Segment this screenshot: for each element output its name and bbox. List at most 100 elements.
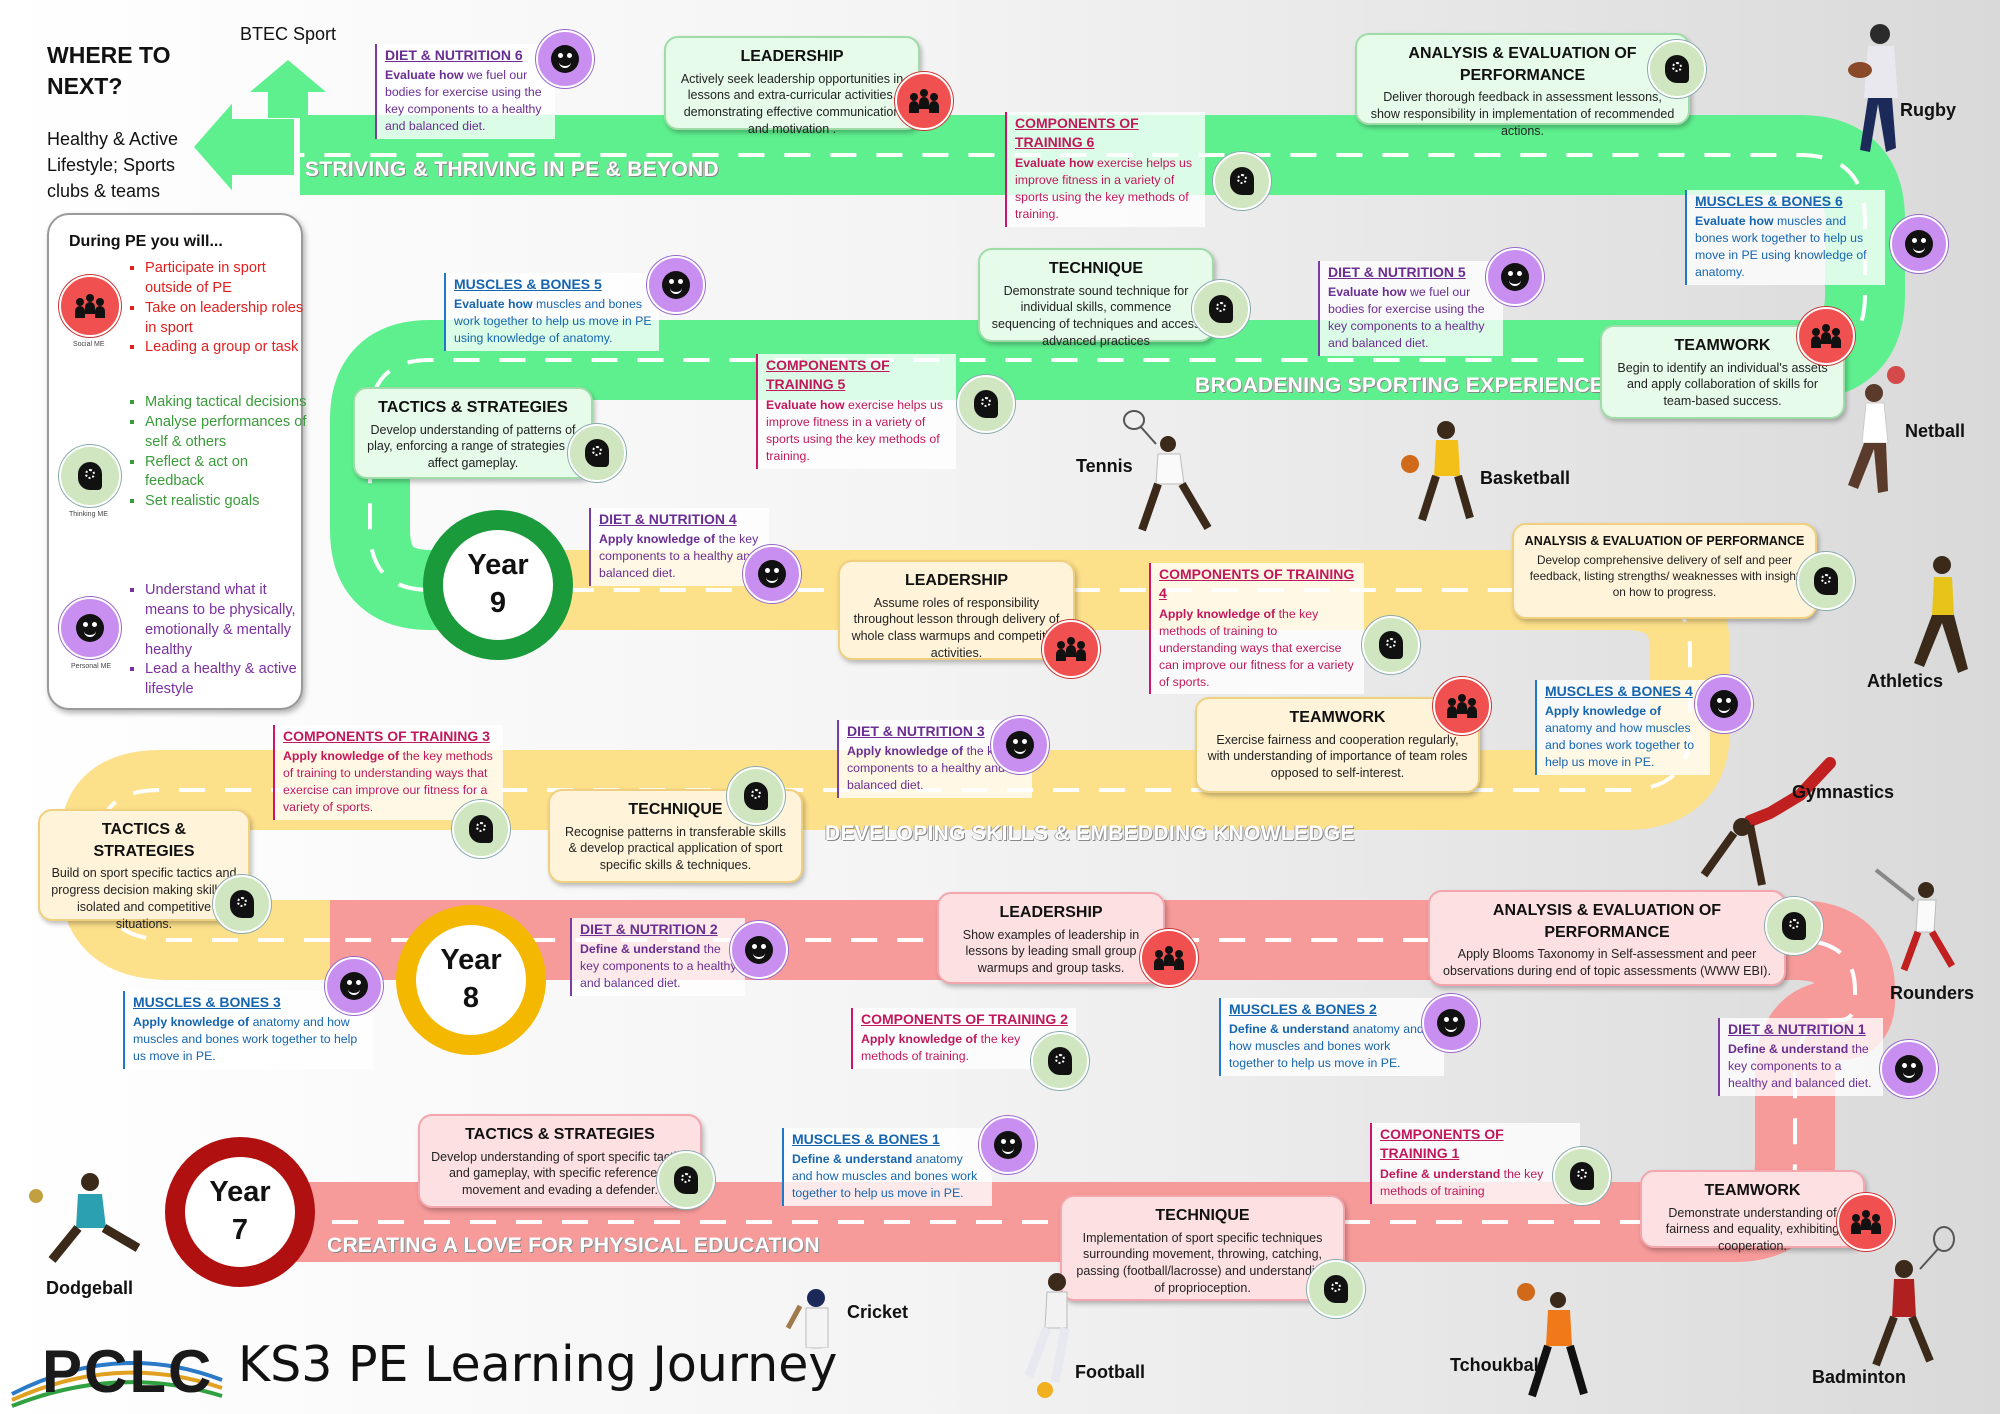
thinking-me-icon — [957, 375, 1015, 433]
btec-sport-label: BTEC Sport — [240, 24, 337, 44]
personal-item: Understand what it means to be physicall… — [145, 581, 310, 660]
social-item: Leading a group or task — [145, 338, 310, 358]
social-me-icon — [59, 275, 121, 337]
card-leadership-6: LEADERSHIP Actively seek leadership oppor… — [664, 36, 920, 136]
road-label-y7: CREATING A LOVE FOR PHYSICAL EDUCATION — [327, 1234, 820, 1257]
personal-me-icon — [325, 957, 383, 1015]
note-text: anatomy and how muscles and bones work t… — [133, 1015, 358, 1064]
card-text: Develop understanding of patterns of pla… — [367, 422, 579, 471]
note-lead: Define & understand — [1229, 1022, 1350, 1037]
card-text: Apply Blooms Taxonomy in Self-assessment… — [1443, 947, 1771, 979]
note-lead: Apply knowledge of — [133, 1015, 250, 1030]
personal-me-icon — [59, 597, 121, 659]
social-me-caption: Social ME — [73, 341, 105, 348]
personal-item: Lead a healthy & active lifestyle — [145, 660, 310, 700]
personal-me-icon — [991, 716, 1049, 774]
netball-player-figure — [1848, 366, 1905, 493]
sport-label-gymnastics: Gymnastics — [1792, 782, 1895, 802]
personal-me-icon — [1486, 248, 1544, 306]
note-title: MUSCLES & BONES 2 — [1229, 1001, 1377, 1017]
thinking-list: Making tactical decisions Analyse perfor… — [131, 393, 310, 512]
pclc-logo: PCLC — [11, 1338, 223, 1408]
note-title: MUSCLES & BONES 1 — [792, 1131, 940, 1147]
card-text: Exercise fairness and cooperation regula… — [1207, 732, 1468, 781]
card-title: TEAMWORK — [1289, 709, 1386, 726]
card-analysis-2: ANALYSIS & EVALUATION OF PERFORMANCE Appl… — [1428, 890, 1786, 986]
note-lead: Apply knowledge of — [847, 744, 964, 759]
note-text: we fuel our bodies for exercise using th… — [1328, 285, 1485, 351]
note-text: the key methods of training to understan… — [283, 749, 493, 815]
thinking-me-icon — [1213, 152, 1271, 210]
note-lead: Apply knowledge of — [861, 1032, 978, 1047]
card-title: ANALYSIS & EVALUATION OF PERFORMANCE — [1492, 902, 1722, 941]
thinking-me-icon — [1553, 1147, 1611, 1205]
note-lead: Evaluate how — [454, 297, 533, 312]
note-lead: Apply knowledge of — [1159, 606, 1276, 621]
gymnast-figure — [1700, 757, 1836, 886]
card-title: LEADERSHIP — [740, 48, 844, 65]
card-text: Begin to identify an individual's assets… — [1617, 360, 1828, 409]
card-text: Demonstrate sound technique for individu… — [991, 283, 1201, 349]
social-me-icon — [1042, 620, 1100, 678]
note-title: MUSCLES & BONES 4 — [1545, 683, 1693, 699]
note-text: muscles and bones work together to help … — [454, 297, 652, 346]
note-title: DIET & NUTRITION 1 — [1728, 1021, 1866, 1037]
card-teamwork-4: TEAMWORK Exercise fairness and cooperatio… — [1195, 697, 1480, 793]
note-text: exercise helps us improve fitness in a v… — [766, 397, 944, 463]
sport-label-basketball: Basketball — [1480, 468, 1571, 488]
card-title: LEADERSHIP — [904, 572, 1009, 589]
note-text: the key components to a healthy and bala… — [599, 532, 759, 581]
thinking-item: Analyse performances of self & others — [145, 413, 310, 453]
note-text: we fuel our bodies for exercise using th… — [385, 68, 542, 134]
card-text: Assume roles of responsibility throughou… — [851, 595, 1062, 661]
card-title: ANALYSIS & EVALUATION OF PERFORMANCE — [1524, 534, 1805, 548]
rounders-player-figure — [1874, 868, 1956, 972]
basketball-player-figure — [1401, 421, 1474, 522]
card-title: TEAMWORK — [1674, 337, 1771, 354]
thinking-me-icon — [727, 767, 785, 825]
note-text: anatomy and how muscles and bones work t… — [1229, 1022, 1424, 1071]
thinking-me-icon — [452, 800, 510, 858]
social-me-icon — [1837, 1193, 1895, 1251]
card-text: Actively seek leadership opportunities i… — [680, 71, 904, 137]
card-title: TACTICS & STRATEGIES — [465, 1126, 655, 1143]
card-text: Implementation of sport specific techniq… — [1076, 1230, 1329, 1296]
football-player-figure — [1024, 1273, 1070, 1398]
personal-me-caption: Personal ME — [71, 663, 112, 670]
thinking-item: Making tactical decisions — [145, 393, 310, 413]
personal-me-icon — [730, 921, 788, 979]
note-muscles-bones-2: MUSCLES & BONES 2 Define & understand ana… — [1219, 998, 1444, 1077]
sport-label-cricket: Cricket — [847, 1302, 909, 1322]
sport-label-rounders: Rounders — [1890, 983, 1975, 1003]
sport-label-football: Football — [1075, 1362, 1145, 1382]
personal-me-icon — [536, 30, 594, 88]
rugby-player-figure — [1848, 24, 1898, 152]
year-label: Year — [209, 1176, 271, 1209]
year-label: Year — [440, 944, 502, 977]
note-title: COMPONENTS OF TRAINING 6 — [1015, 115, 1139, 151]
sport-label-tennis: Tennis — [1076, 456, 1133, 476]
logo-text: PCLC — [42, 1338, 213, 1405]
thinking-me-icon — [1031, 1032, 1089, 1090]
personal-list: Understand what it means to be physicall… — [131, 581, 310, 700]
note-title: MUSCLES & BONES 5 — [454, 276, 602, 292]
card-text: Recognise patterns in transferable skill… — [565, 824, 786, 873]
thinking-item: Reflect & act on feedback — [145, 453, 310, 493]
note-text: exercise helps us improve fitness in a v… — [1015, 155, 1193, 221]
note-title: COMPONENTS OF TRAINING 3 — [283, 728, 490, 744]
personal-me-icon — [1880, 1040, 1938, 1098]
card-title: TECHNIQUE — [1155, 1207, 1250, 1224]
thinking-me-icon — [657, 1151, 715, 1209]
